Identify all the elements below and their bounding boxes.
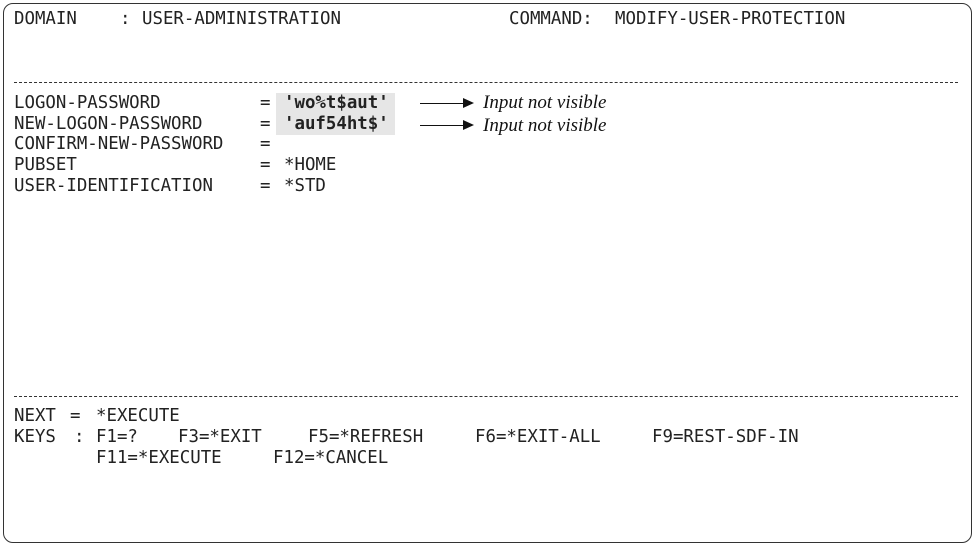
param-equals: = — [260, 134, 271, 154]
param-name-confirm-new-password: CONFIRM-NEW-PASSWORD — [14, 134, 224, 154]
domain-label: DOMAIN — [14, 9, 77, 29]
param-name-new-logon-password: NEW-LOGON-PASSWORD — [14, 114, 203, 134]
separator-top — [14, 82, 958, 83]
key-f6[interactable]: F6=*EXIT-ALL — [475, 427, 601, 447]
command-value: MODIFY-USER-PROTECTION — [615, 9, 846, 29]
arrow-right-icon — [420, 120, 474, 130]
param-equals: = — [260, 114, 271, 134]
terminal-frame — [3, 3, 972, 543]
param-equals: = — [260, 93, 271, 113]
keys-separator: : — [74, 427, 85, 447]
key-f12[interactable]: F12=*CANCEL — [273, 448, 389, 468]
separator-bottom — [14, 396, 958, 397]
confirm-new-password-input[interactable] — [284, 134, 404, 155]
annotation-input-not-visible: Input not visible — [483, 115, 607, 136]
new-logon-password-input[interactable]: 'auf54ht$' — [276, 114, 395, 135]
param-name-pubset: PUBSET — [14, 155, 77, 175]
domain-value: USER-ADMINISTRATION — [142, 9, 341, 29]
annotation-input-not-visible: Input not visible — [483, 92, 607, 113]
next-equals: = — [70, 406, 81, 426]
param-name-logon-password: LOGON-PASSWORD — [14, 93, 161, 113]
key-f11[interactable]: F11=*EXECUTE — [96, 448, 222, 468]
param-equals: = — [260, 155, 271, 175]
key-f3[interactable]: F3=*EXIT — [178, 427, 262, 447]
arrow-right-icon — [420, 98, 474, 108]
param-equals: = — [260, 176, 271, 196]
logon-password-input[interactable]: 'wo%t$aut' — [276, 93, 395, 114]
domain-separator: : — [120, 9, 131, 29]
command-label: COMMAND: — [509, 9, 593, 29]
user-identification-input[interactable]: *STD — [284, 176, 326, 196]
keys-label: KEYS — [14, 427, 56, 447]
next-label: NEXT — [14, 406, 56, 426]
key-f1[interactable]: F1=? — [96, 427, 138, 447]
param-name-user-identification: USER-IDENTIFICATION — [14, 176, 213, 196]
key-f9[interactable]: F9=REST-SDF-IN — [652, 427, 799, 447]
pubset-input[interactable]: *HOME — [284, 155, 337, 175]
key-f5[interactable]: F5=*REFRESH — [308, 427, 424, 447]
next-command-input[interactable]: *EXECUTE — [96, 406, 180, 426]
